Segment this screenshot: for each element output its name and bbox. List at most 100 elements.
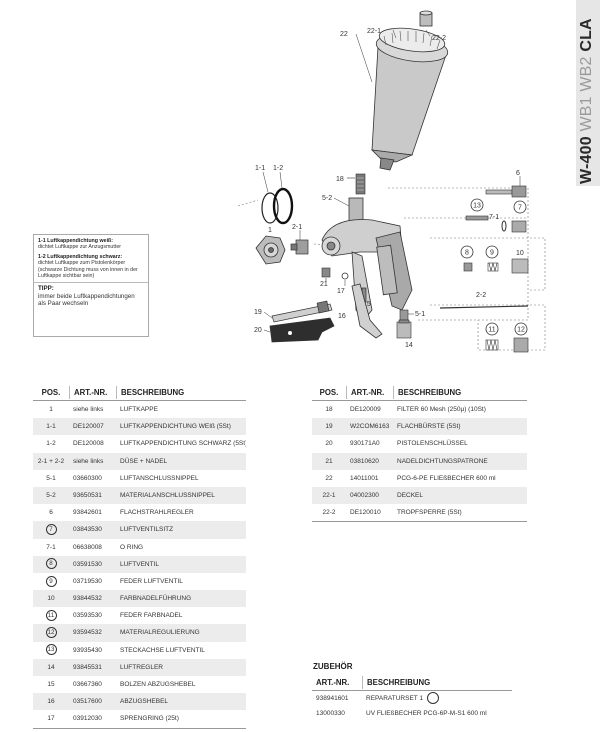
- cell-pos: 22-2: [322, 509, 336, 517]
- cell-art-nr: 03593530: [73, 612, 102, 620]
- cell-art-nr: 938941601: [316, 695, 349, 702]
- label-2-1: 2-1: [292, 224, 302, 231]
- header-art-nr: ART.-NR.: [346, 386, 393, 399]
- cell-art-nr: 03667360: [73, 681, 102, 688]
- label-5-2: 5-2: [322, 195, 332, 202]
- exploded-view-drawing: 22 22-1 22-2 18 5-2 1-1 1-2 1: [237, 10, 546, 353]
- needle-seal-cartridge-21: [321, 267, 331, 282]
- header-description: BESCHREIBUNG: [362, 676, 512, 689]
- info-text-1-2: dichtet Luftkappe zum Pistolenkörper (sc…: [38, 260, 138, 280]
- cell-art-nr: 93842601: [73, 509, 102, 517]
- cell-pos: 22: [325, 474, 333, 482]
- pos-circle: 9: [45, 575, 57, 587]
- cell-art-nr: 13000330: [316, 710, 345, 717]
- cell-art-nr: 03517600: [73, 698, 102, 706]
- air-valve-seat-7: [511, 220, 527, 233]
- cell-pos: 11: [33, 607, 69, 624]
- cell-description: FLACHBÜRSTE (5St): [397, 423, 461, 431]
- needle-2-2: [439, 305, 529, 309]
- fan-regulator-6: [485, 185, 527, 198]
- cell-art-nr: 93844532: [73, 595, 102, 603]
- label-20: 20: [254, 327, 262, 334]
- header-art-nr: ART.-NR.: [316, 678, 350, 687]
- cell-art-nr: 14011001: [350, 474, 379, 482]
- label-21: 21: [320, 281, 328, 288]
- info-heading-1-2: 1-2 Luftkappendichtung schwarz:: [38, 253, 123, 260]
- label-1-2: 1-2: [273, 165, 283, 172]
- accessories-title: ZUBEHÖR: [313, 662, 353, 671]
- cell-art-nr: DE120010: [350, 509, 381, 517]
- label-22-2: 22-2: [432, 35, 446, 42]
- info-divider: [34, 282, 148, 284]
- table-row: 13000330 UV FLIEßBECHER PCG-6P-M-S1 600 m…: [312, 706, 512, 721]
- cell-pos: 7-1: [46, 543, 56, 551]
- label-5-1: 5-1: [415, 311, 425, 318]
- cell-pos: 6: [49, 509, 53, 517]
- cell-pos: 13: [33, 642, 69, 659]
- table-row: 11 03593530 FEDER FARBNADEL: [33, 607, 246, 624]
- cell-description: LUFTKAPPENDICHTUNG WEIß (5St): [120, 423, 231, 431]
- cell-description: LUFTANSCHLUSSNIPPEL: [120, 474, 199, 482]
- cell-pos: 9: [33, 573, 69, 590]
- cell-description: LUFTVENTILSITZ: [120, 526, 174, 534]
- cell-pos: 20: [325, 440, 333, 448]
- cell-pos: 5-2: [46, 491, 56, 499]
- filter-18: [347, 173, 366, 195]
- label-22-1: 22-1: [367, 28, 381, 35]
- cell-pos: 18: [325, 406, 333, 413]
- label-18: 18: [336, 176, 344, 183]
- header-rule: [312, 690, 512, 691]
- cell-art-nr: 93650531: [73, 491, 102, 499]
- circle-12: [514, 322, 528, 336]
- cell-description: FEDER FARBNADEL: [120, 612, 183, 620]
- label-16: 16: [338, 313, 346, 320]
- cell-description: TROPFSPERRE (5St): [397, 509, 462, 517]
- circle-9: [485, 245, 499, 259]
- air-cap-seals: [261, 187, 294, 225]
- cell-description: UV FLIEßBECHER PCG-6P-M-S1 600 ml: [362, 706, 512, 721]
- cell-description: MATERIALANSCHLUSSNIPPEL: [120, 491, 215, 499]
- label-6: 6: [516, 170, 520, 177]
- label-1-1: 1-1: [255, 165, 265, 172]
- empty-circle-marker: [427, 692, 440, 705]
- cell-description: LUFTKAPPENDICHTUNG SCHWARZ (5St): [120, 440, 246, 448]
- circle-8: [460, 245, 474, 259]
- label-17: 17: [337, 288, 345, 295]
- description-text: UV FLIEßBECHER PCG-6P-M-S1 600 ml: [366, 710, 487, 717]
- air-regulator-14: [396, 319, 412, 339]
- cell-description: NADELDICHTUNGSPATRONE: [397, 457, 488, 465]
- material-regulator-12: [513, 337, 529, 353]
- circle-label-8: 8: [465, 250, 469, 257]
- info-heading-1-1: 1-1 Luftkappendichtung weiß:: [38, 238, 114, 244]
- cell-art-nr: DE120008: [73, 440, 104, 448]
- circle-11: [485, 322, 499, 336]
- cell-description: LUFTVENTIL: [120, 560, 160, 568]
- trigger-16: [351, 283, 383, 339]
- cell-description: DECKEL: [397, 491, 424, 499]
- table-header: POS. ART.-NR. BESCHREIBUNG: [33, 386, 246, 399]
- cell-description: FILTER 60 Mesh (250µ) (10St): [397, 406, 486, 413]
- tip-text: immer beide Luftkappendichtungen als Paa…: [38, 292, 135, 308]
- cell-pos: 22-1: [322, 491, 336, 499]
- header-art-nr: ART.-NR.: [69, 386, 116, 399]
- pos-circle: 11: [45, 610, 57, 622]
- footer-rule: [312, 521, 527, 523]
- cell-pos: 7: [33, 521, 69, 538]
- spring-9: [487, 262, 499, 272]
